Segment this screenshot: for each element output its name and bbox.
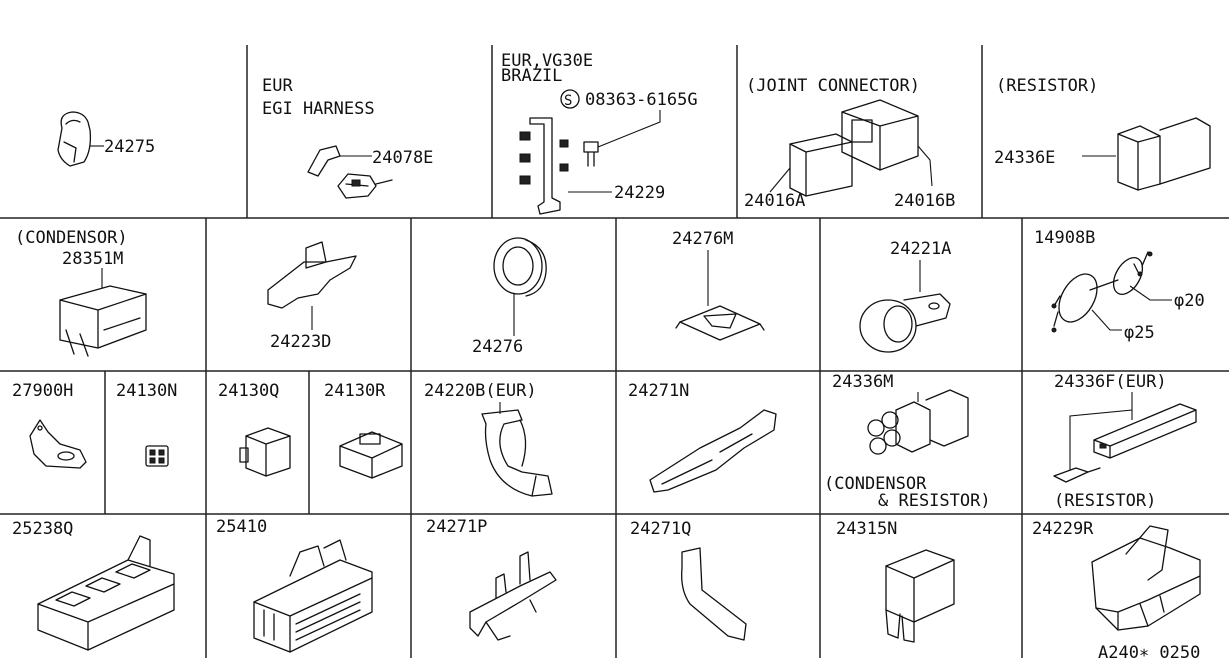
part-24271N-drawing xyxy=(649,409,777,493)
part-24271P-drawing xyxy=(469,551,557,641)
dimension-phi-25: φ25 xyxy=(1124,323,1155,343)
part-label-24271Q: 24271Q xyxy=(630,519,691,539)
part-24276-drawing xyxy=(493,237,547,336)
part-25238Q-drawing xyxy=(37,535,175,651)
part-label-24078E: 24078E xyxy=(372,148,433,168)
note-condensor-open: (CONDENSOR xyxy=(824,474,927,494)
note-resistor-24336F: (RESISTOR) xyxy=(1054,491,1156,511)
note-condensor: (CONDENSOR) xyxy=(15,228,128,248)
part-24276M-drawing xyxy=(675,250,765,341)
screw-symbol-letter: S xyxy=(564,93,572,109)
part-label-24336M: 24336M xyxy=(832,372,893,392)
part-label-24130R: 24130R xyxy=(324,381,386,401)
part-label-14908B: 14908B xyxy=(1034,228,1095,248)
part-label-24130N: 24130N xyxy=(116,381,177,401)
part-label-24229: 24229 xyxy=(614,183,665,203)
part-label-25410: 25410 xyxy=(216,517,267,537)
part-24016A-drawing xyxy=(769,133,853,197)
note-resistor-close: & RESISTOR) xyxy=(878,491,991,511)
part-27900H-drawing xyxy=(29,419,87,469)
part-label-24229R: 24229R xyxy=(1032,519,1094,539)
part-24130Q-drawing xyxy=(239,427,291,477)
part-label-24016A: 24016A xyxy=(744,191,805,211)
part-24336M-drawing xyxy=(867,389,969,455)
part-label-24130Q: 24130Q xyxy=(218,381,279,401)
part-24229-drawing xyxy=(519,110,661,215)
part-24271Q-drawing xyxy=(681,547,747,641)
screw-part-label: 08363-6165G xyxy=(585,90,698,110)
part-24315N-drawing xyxy=(885,549,955,643)
part-label-24271P: 24271P xyxy=(426,517,487,537)
part-24223D-drawing xyxy=(267,241,357,330)
part-24275-drawing xyxy=(57,111,104,167)
part-14908B-drawing xyxy=(1051,251,1172,333)
part-label-24276M: 24276M xyxy=(672,229,733,249)
diagram-code: A240∗ 0250 xyxy=(1098,643,1200,663)
part-label-24276: 24276 xyxy=(472,337,523,357)
note-joint-connector: (JOINT CONNECTOR) xyxy=(746,76,920,96)
part-label-24223D: 24223D xyxy=(270,332,331,352)
part-24336F-drawing xyxy=(1053,392,1197,483)
note-brazil: BRAZIL xyxy=(501,66,562,86)
part-24220B-drawing xyxy=(481,402,553,497)
part-24130R-drawing xyxy=(339,431,403,479)
part-24078E-drawing xyxy=(307,145,393,199)
part-24229R-drawing xyxy=(1091,525,1201,631)
grid-lines xyxy=(0,45,1229,658)
dimension-phi-20: φ20 xyxy=(1174,291,1205,311)
part-label-27900H: 27900H xyxy=(12,381,73,401)
note-resistor: (RESISTOR) xyxy=(996,76,1098,96)
part-label-24271N: 24271N xyxy=(628,381,689,401)
part-label-24220B-eur: 24220B(EUR) xyxy=(424,381,537,401)
part-24336E-drawing xyxy=(1082,117,1211,191)
part-25410-drawing xyxy=(253,539,373,653)
part-label-28351M: 28351M xyxy=(62,249,123,269)
part-label-24315N: 24315N xyxy=(836,519,897,539)
part-28351M-drawing xyxy=(59,268,147,357)
part-label-24275: 24275 xyxy=(104,137,155,157)
part-label-24221A: 24221A xyxy=(890,239,951,259)
note-eur: EUR xyxy=(262,76,293,96)
part-label-24336F-eur: 24336F(EUR) xyxy=(1054,372,1167,392)
screw-symbol-circle xyxy=(560,89,580,109)
note-eur-vg30e: EUR,VG30E xyxy=(501,51,593,71)
part-24016B-drawing xyxy=(841,99,933,187)
part-label-24016B: 24016B xyxy=(894,191,955,211)
part-24221A-drawing xyxy=(859,260,951,353)
note-egi-harness: EGI HARNESS xyxy=(262,99,375,119)
part-label-24336E: 24336E xyxy=(994,148,1055,168)
part-24130N-drawing xyxy=(145,445,169,467)
part-label-25238Q: 25238Q xyxy=(12,519,73,539)
